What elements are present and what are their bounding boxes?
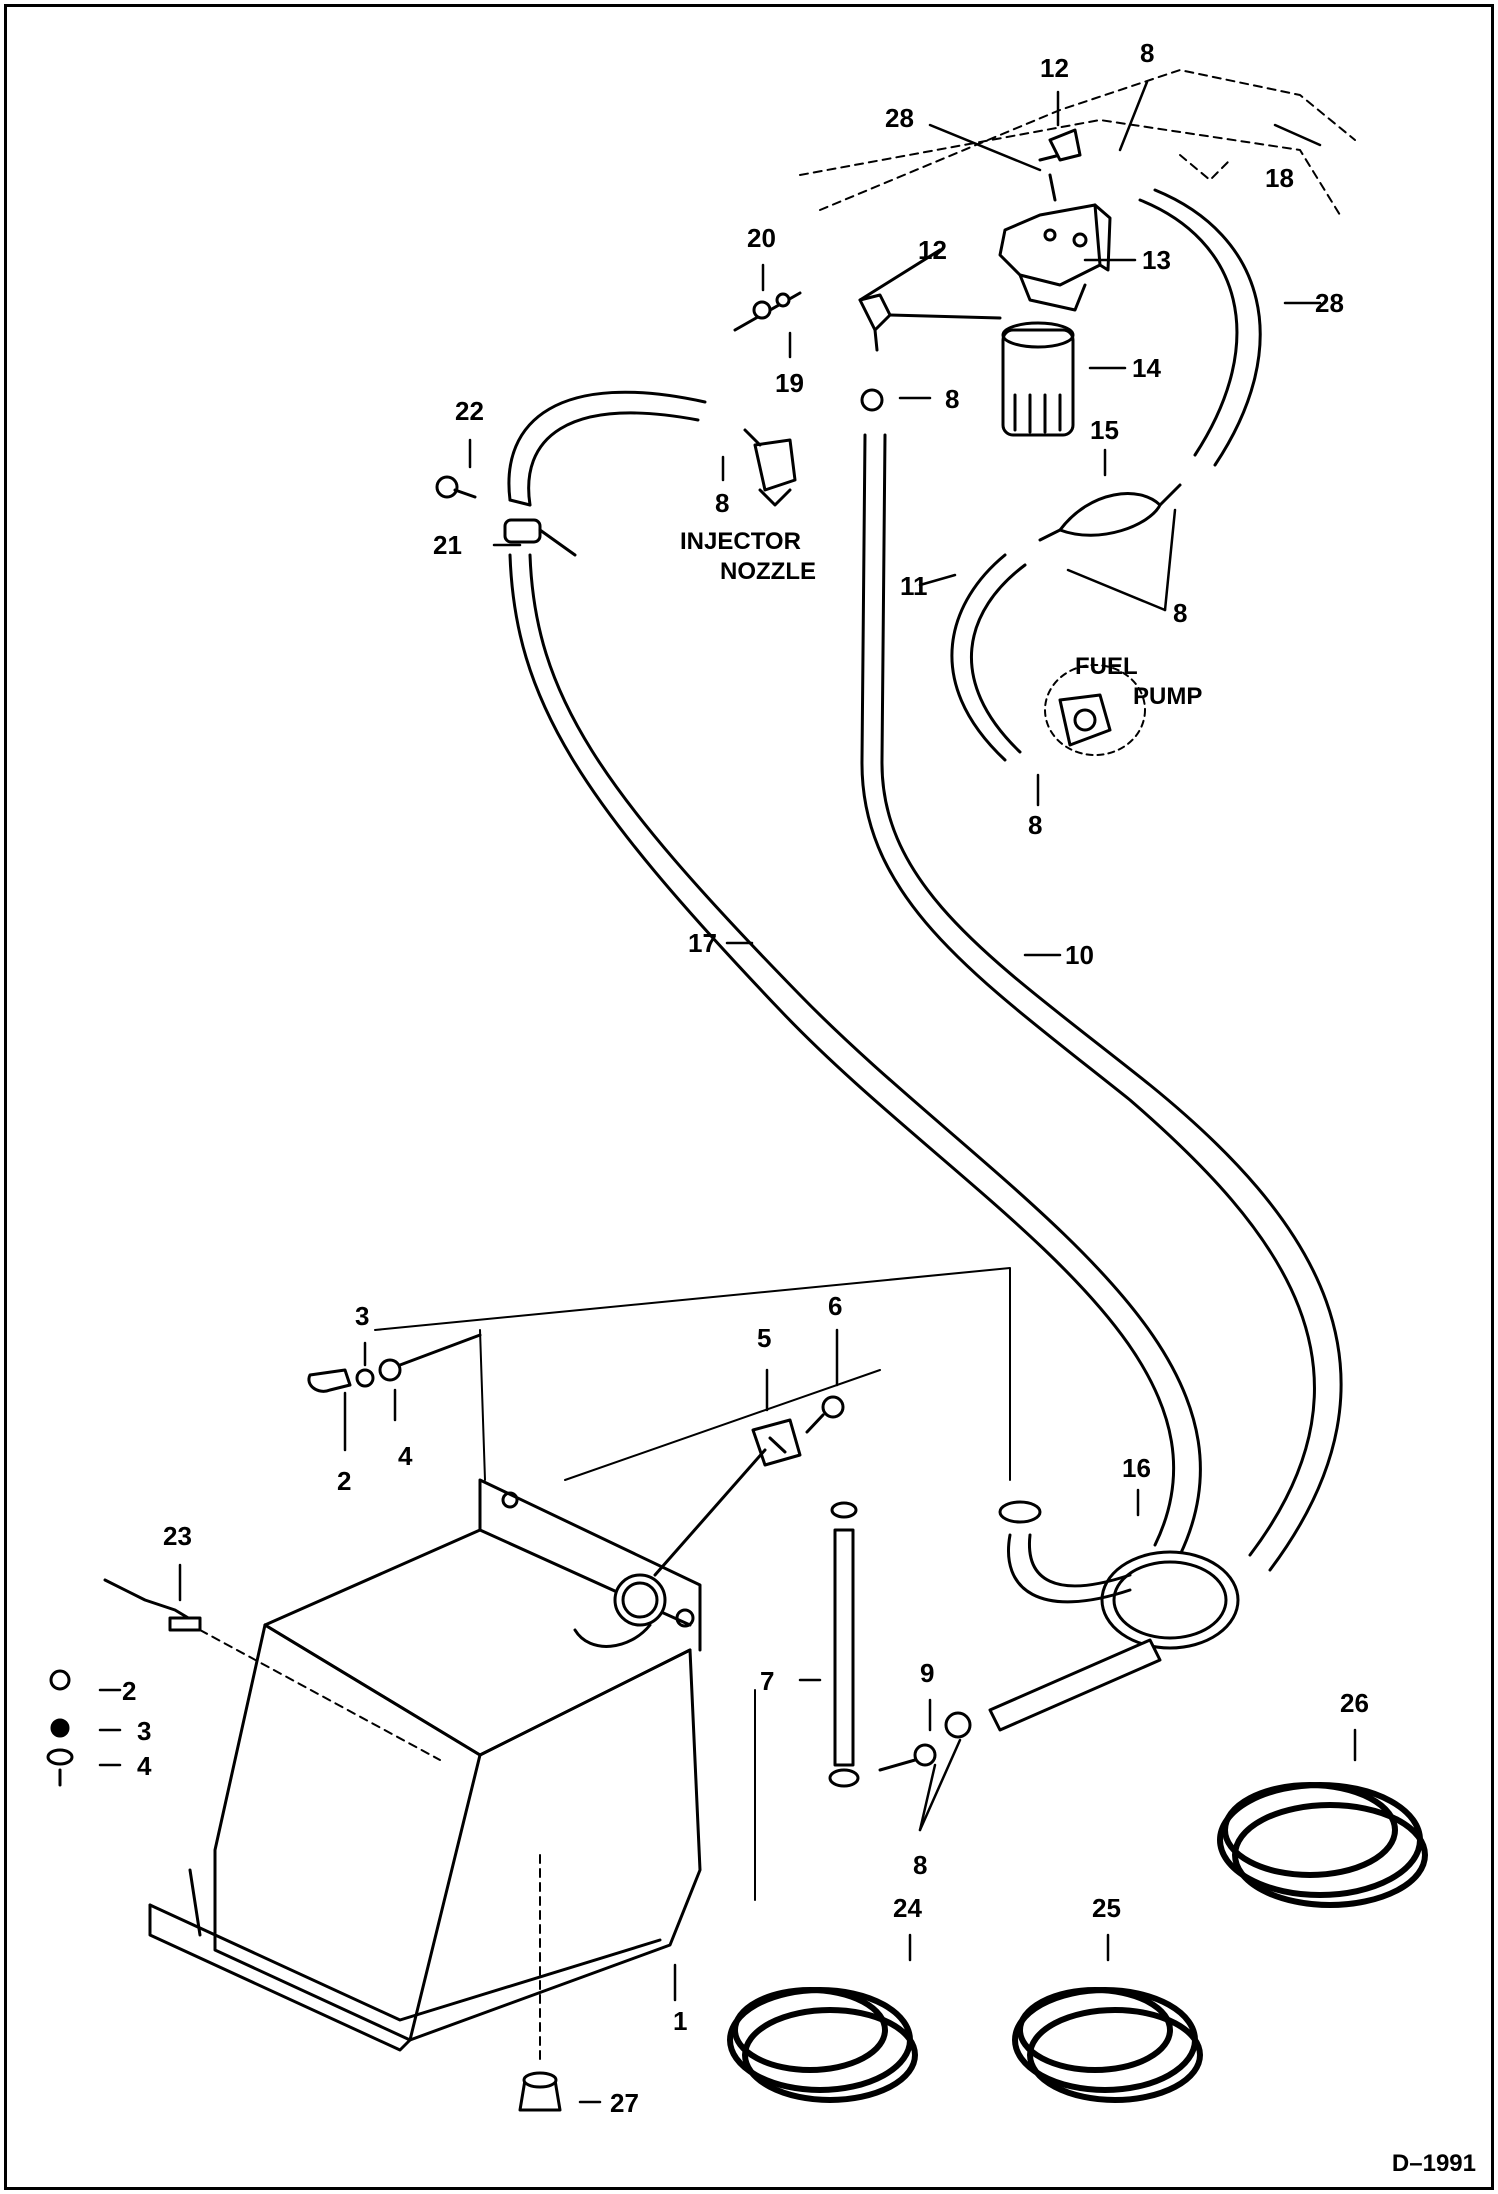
plug-6 [805, 1395, 845, 1434]
label-4-lower: 4 [137, 1751, 152, 1781]
sender-wire-23 [103, 1578, 441, 1761]
label-21: 21 [433, 530, 462, 560]
label-20: 20 [747, 223, 776, 253]
fitting-19-20 [733, 291, 802, 332]
label-28-hose: 28 [1315, 288, 1344, 318]
label-12-top: 12 [1040, 53, 1069, 83]
label-22: 22 [455, 396, 484, 426]
label-19: 19 [775, 368, 804, 398]
hardware-upper [307, 1333, 482, 1393]
label-17: 17 [688, 928, 717, 958]
label-12-elbow: 12 [918, 235, 947, 265]
primer-bulb-15 [1038, 483, 1182, 542]
sender-16 [988, 1500, 1240, 1732]
label-24: 24 [893, 1893, 922, 1923]
label-6: 6 [828, 1291, 843, 1321]
clamp-21 [503, 518, 577, 557]
label-15: 15 [1090, 415, 1119, 445]
fuel-tank [148, 1478, 702, 2052]
label-26: 26 [1340, 1688, 1369, 1718]
label-11: 11 [900, 571, 928, 601]
label-14: 14 [1132, 353, 1161, 383]
hose-coil-25 [1012, 1987, 1203, 2103]
hardware-lower [46, 1669, 74, 1787]
label-2-upper: 2 [337, 1466, 352, 1496]
label-16: 16 [1122, 1453, 1151, 1483]
filler-cap-5 [653, 1418, 802, 1577]
label-7: 7 [760, 1666, 775, 1696]
fuel-pump-label-line2: PUMP [1133, 683, 1203, 710]
fuel-pump [1044, 664, 1146, 756]
label-25: 25 [1092, 1893, 1121, 1923]
label-8-tank: 8 [913, 1850, 928, 1880]
pickup-tube-7 [828, 1501, 860, 1788]
leader-lines [98, 80, 1357, 2104]
fitting-8-9 [878, 1711, 972, 1772]
label-8-bulb: 8 [1173, 598, 1188, 628]
return-hose-loop [507, 390, 707, 507]
hose-coil-26 [1217, 1782, 1428, 1908]
hose-coil-24 [727, 1987, 918, 2103]
engine-outline [799, 69, 1356, 216]
label-13: 13 [1142, 245, 1171, 275]
drain-plug-27 [518, 1854, 562, 2112]
label-3-upper: 3 [355, 1301, 370, 1331]
injector-nozzle [743, 428, 797, 507]
injector-label-line1: INJECTOR [680, 528, 801, 555]
label-18: 18 [1265, 163, 1294, 193]
label-8-top: 8 [1140, 38, 1155, 68]
diagram-frame [4, 4, 1494, 2190]
label-8-pump: 8 [1028, 810, 1043, 840]
hose-17 [508, 553, 1202, 1557]
label-8-injector: 8 [715, 488, 730, 518]
mounting-bracket [374, 1267, 1011, 1901]
fuel-filter-assembly [998, 128, 1112, 437]
hose-11 [950, 553, 1027, 762]
label-10: 10 [1065, 940, 1094, 970]
label-8-elbow: 8 [945, 384, 960, 414]
label-1: 1 [673, 2006, 688, 2036]
label-5: 5 [757, 1323, 772, 1353]
label-23: 23 [163, 1521, 192, 1551]
hose-10 [860, 433, 1343, 1572]
elbow-12 [858, 248, 1002, 412]
fuel-pump-label-line1: FUEL [1075, 653, 1138, 680]
label-9: 9 [920, 1658, 935, 1688]
label-27: 27 [610, 2088, 639, 2118]
label-3-lower: 3 [137, 1716, 152, 1746]
label-2-lower: 2 [122, 1676, 137, 1706]
bolt-22 [435, 475, 477, 499]
figure-id: D–1991 [1391, 2150, 1476, 2177]
label-4-upper: 4 [398, 1441, 413, 1471]
hose-28 [1138, 188, 1262, 467]
injector-label-line2: NOZZLE [720, 558, 816, 585]
label-28-top: 28 [885, 103, 914, 133]
